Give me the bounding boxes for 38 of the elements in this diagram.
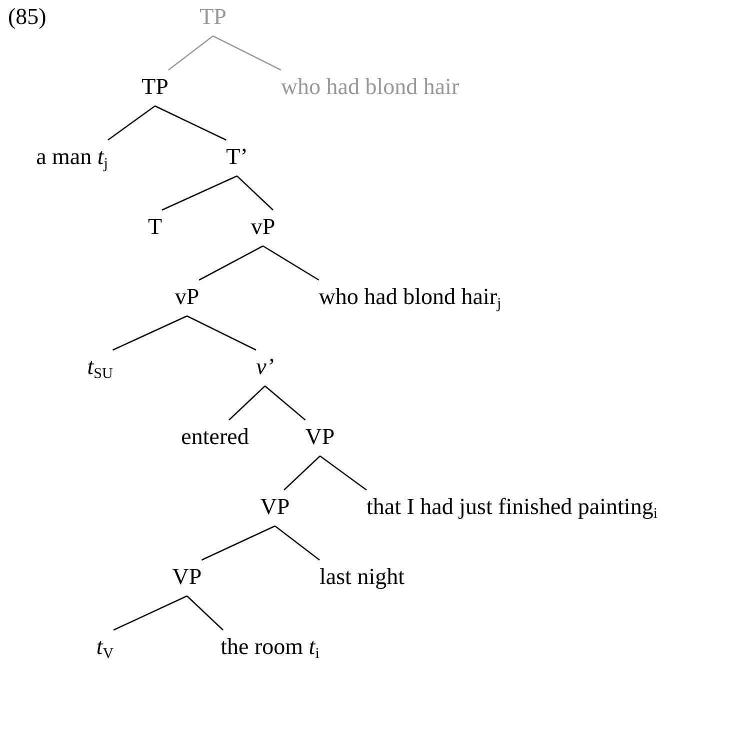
tree-branch-line xyxy=(236,176,274,210)
tree-branch-line xyxy=(228,386,266,420)
tree-branch-line xyxy=(113,595,188,631)
tree-branch-line xyxy=(198,245,264,281)
tree-node-label: last night xyxy=(320,564,404,590)
tree-branch-line xyxy=(186,596,224,630)
tree-branch-line xyxy=(320,455,367,491)
tree-branch-line xyxy=(154,105,226,141)
tree-branch-line xyxy=(274,525,320,561)
tree-branch-line xyxy=(186,315,256,351)
tree-node-label: a man t$_{j}$ xyxy=(36,144,108,170)
tree-node-label: t$_{V}$ xyxy=(96,634,114,660)
tree-node-label: T xyxy=(148,214,162,240)
tree-node-label: VP xyxy=(172,564,202,590)
tree-node-label: VP xyxy=(260,494,290,520)
tree-node-label: TP xyxy=(142,74,168,100)
tree-branch-line xyxy=(284,456,320,490)
example-number: (85) xyxy=(8,4,46,30)
tree-branch-line xyxy=(162,175,238,211)
tree-node-label: t$_{SU}$ xyxy=(87,354,113,380)
tree-node-label: entered xyxy=(181,424,249,450)
tree-node-label: that I had just finished painting$_{i}$ xyxy=(366,494,658,520)
tree-branch-line xyxy=(108,105,156,141)
tree-node-label: the room t$_{i}$ xyxy=(220,634,320,660)
tree-branch-line xyxy=(112,315,188,351)
tree-node-label: T’ xyxy=(226,144,248,170)
tree-branch-line xyxy=(212,35,282,71)
tree-branch-line xyxy=(264,386,306,420)
tree-branch-line xyxy=(262,245,320,281)
tree-node-label: v’ xyxy=(256,354,274,380)
tree-node-label: TP xyxy=(200,4,226,30)
tree-branch-line xyxy=(168,35,214,71)
tree-node-label: vP xyxy=(250,214,276,240)
tree-node-label: vP xyxy=(174,284,200,310)
tree-node-label: who had blond hair xyxy=(280,74,460,100)
tree-node-label: who had blond hair$_{j}$ xyxy=(318,284,502,310)
tree-node-label: VP xyxy=(305,424,335,450)
tree-branch-line xyxy=(201,525,276,561)
